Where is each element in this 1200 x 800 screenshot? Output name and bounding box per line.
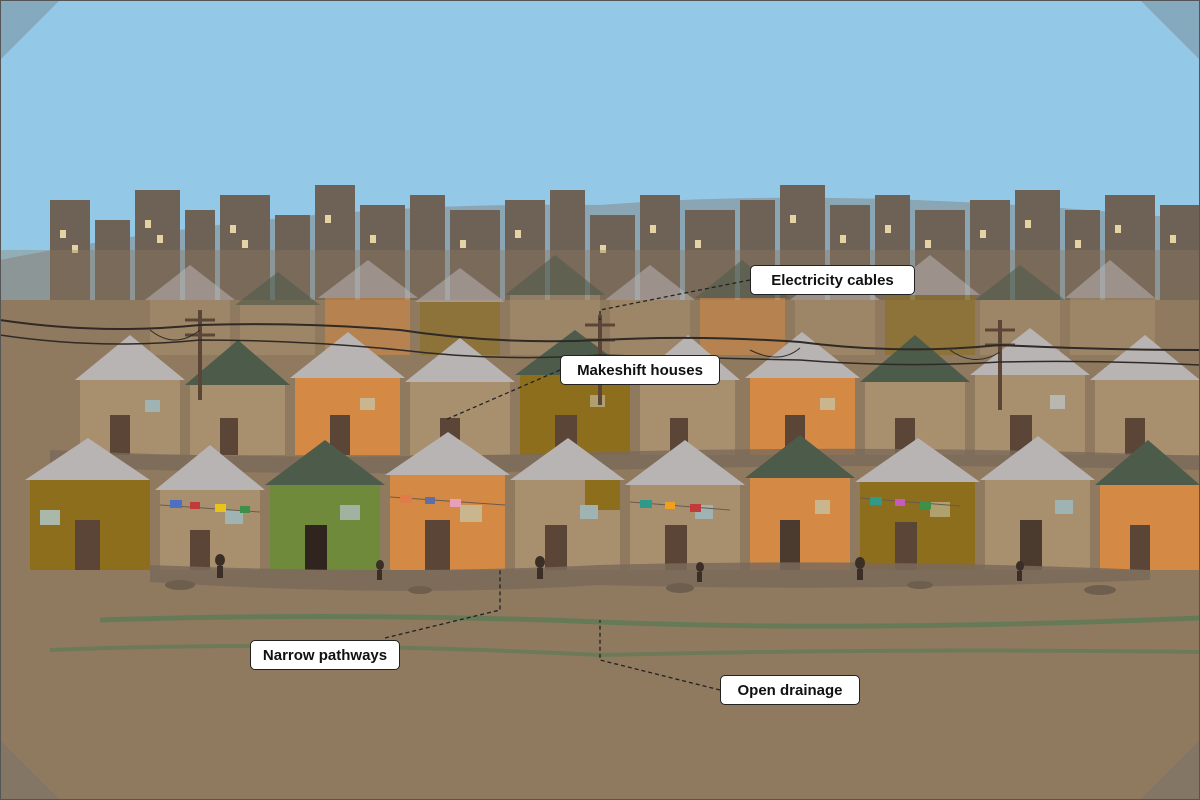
- callout-electricity-cables: Electricity cables: [750, 265, 915, 295]
- people-figures: [215, 554, 1024, 582]
- puddles: [165, 580, 1116, 595]
- front-pathway: [150, 562, 1150, 591]
- laundry-lines: [159, 495, 961, 513]
- city-skyline: [50, 185, 1200, 300]
- leader-line-electricity: [599, 279, 751, 320]
- callout-narrow-pathways: Narrow pathways: [250, 640, 400, 670]
- skyline-windows: [60, 215, 1176, 253]
- leader-line-drainage: [599, 620, 721, 691]
- callout-open-drainage: Open drainage: [720, 675, 860, 705]
- callout-leader-lines: [384, 279, 751, 691]
- far-house-row: [145, 255, 1155, 355]
- callout-makeshift-houses: Makeshift houses: [560, 355, 720, 385]
- front-house-row: [25, 432, 1200, 570]
